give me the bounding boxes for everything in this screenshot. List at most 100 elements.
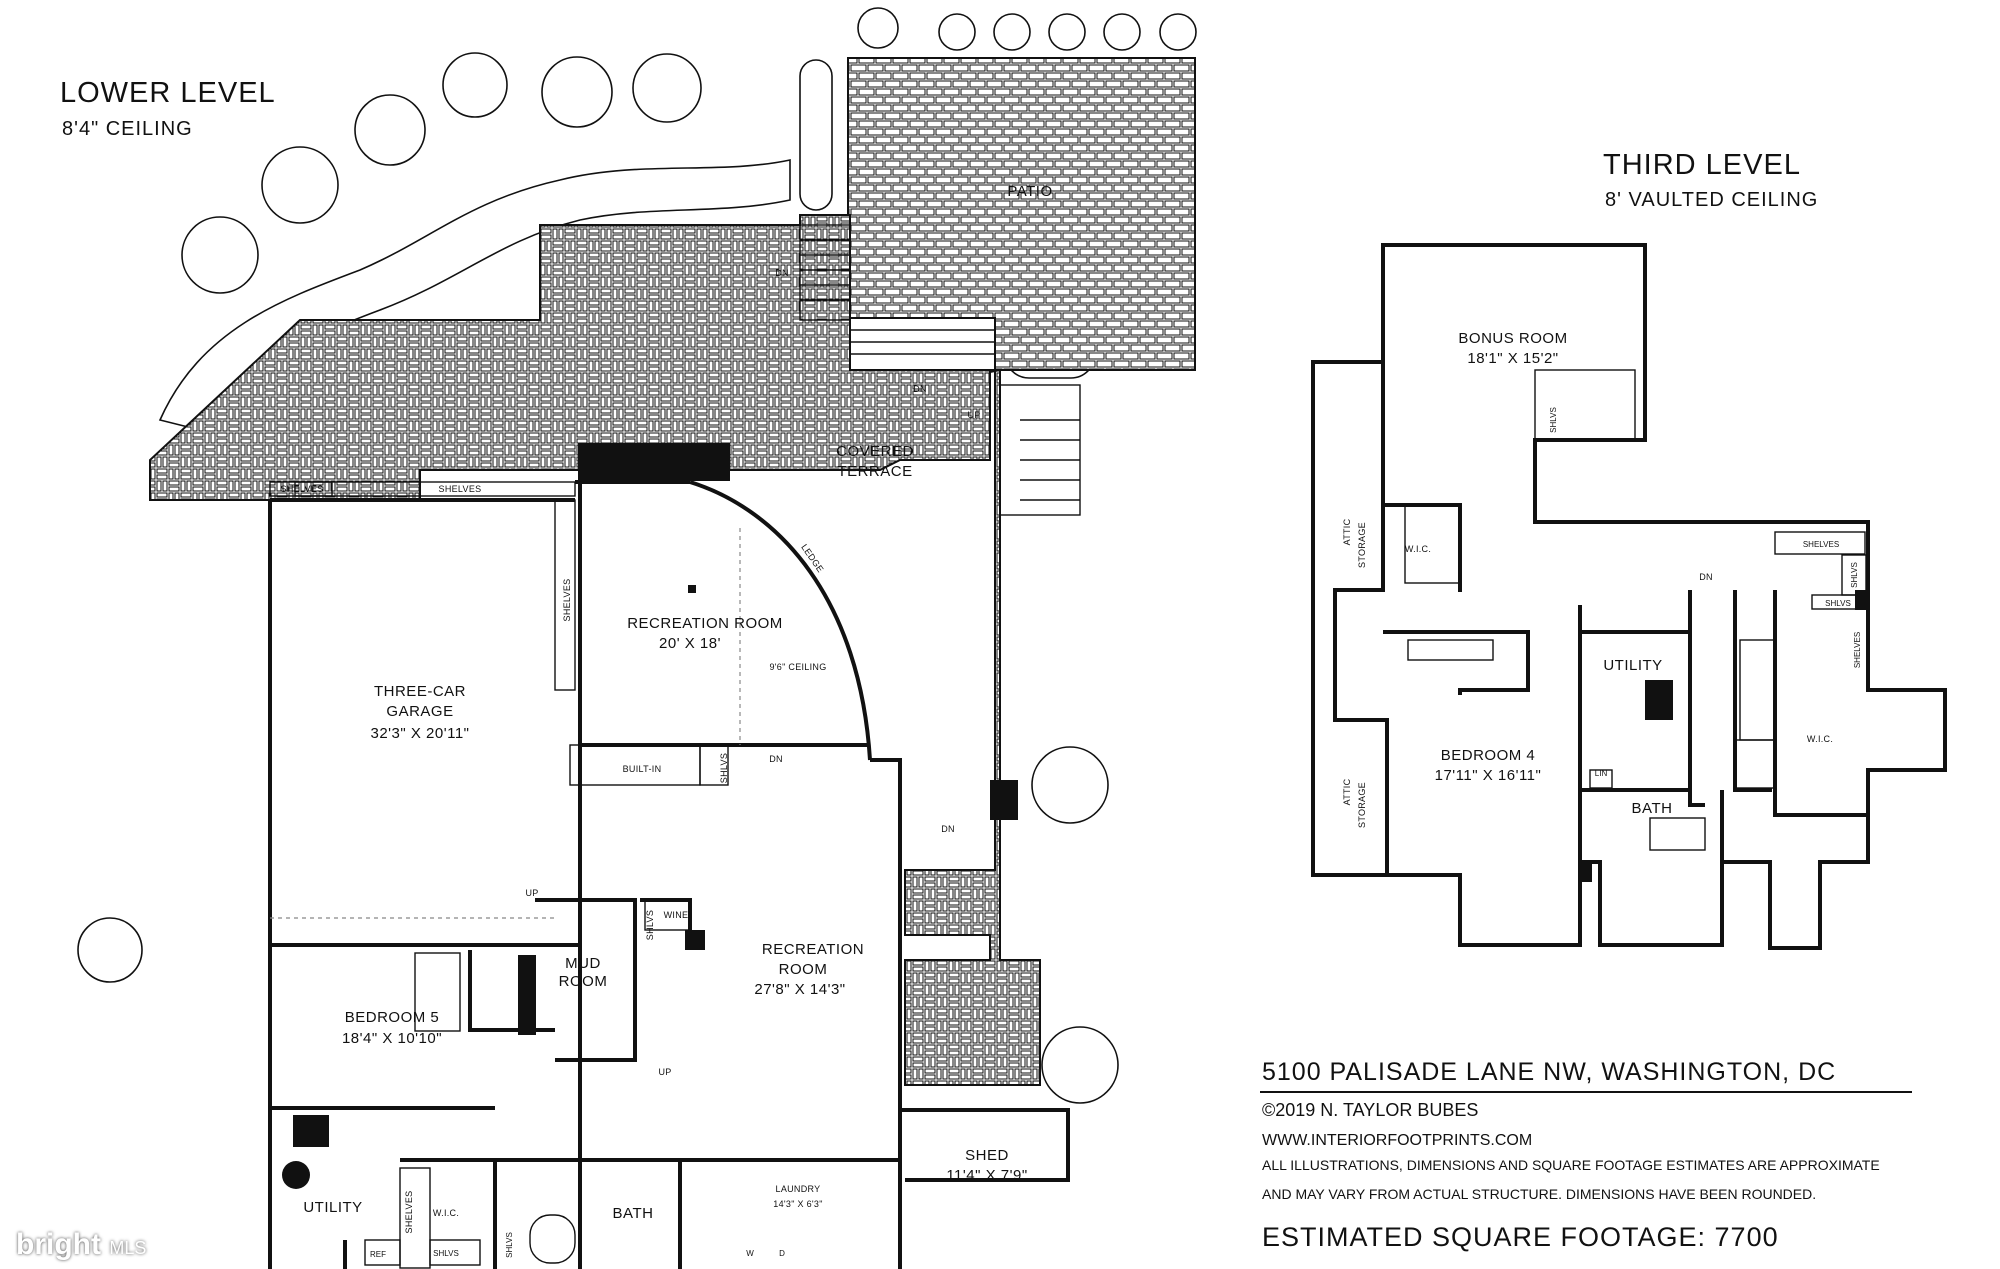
tree-icon [857, 7, 899, 49]
shelves-label: SHELVES [562, 579, 572, 622]
recreation-room-1-label: RECREATION ROOM [627, 615, 783, 632]
shelves-label: SHELVES [439, 484, 482, 494]
built-in-label: BUILT-IN [623, 764, 662, 774]
shlvs-label: SHLVS [645, 910, 655, 940]
wic-label: W.I.C. [433, 1208, 459, 1218]
mls-watermark: bright MLS [16, 1228, 146, 1262]
recreation-room-1-dimensions: 20' X 18' [659, 635, 721, 652]
up-label: UP [967, 410, 980, 420]
lower-level-plan [268, 480, 1070, 1269]
tree-icon [1048, 13, 1086, 51]
covered-terrace-label: TERRACE [837, 463, 912, 480]
dn-label: DN [913, 384, 927, 394]
wic-label: W.I.C. [1807, 734, 1833, 744]
shed-label: SHED [965, 1147, 1009, 1164]
ref-label: REF [370, 1250, 386, 1259]
tree-icon [77, 917, 143, 983]
tree-icon [181, 216, 259, 294]
tree-icon [1041, 1026, 1119, 1104]
shlvs-label: SHLVS [1549, 407, 1558, 433]
shed-dimensions: 11'4" X 7'9" [946, 1167, 1027, 1184]
stairs-exterior: UP [967, 384, 1081, 516]
washer-label: W [746, 1249, 754, 1258]
laundry-dimensions: 14'3" X 6'3" [773, 1199, 822, 1209]
attic-storage-label: STORAGE [1357, 522, 1367, 568]
fireplace [578, 443, 730, 481]
bedroom-4-label: BEDROOM 4 [1441, 747, 1536, 764]
dryer-label: D [779, 1249, 785, 1258]
shlvs-label: SHLVS [1825, 599, 1851, 608]
covered-terrace-label: COVERED [836, 443, 914, 460]
address: 5100 PALISADE LANE NW, WASHINGTON, DC [1262, 1058, 1837, 1086]
shelves-label: SHELVES [1803, 540, 1839, 549]
tree-icon [442, 52, 508, 118]
tree-icon [1031, 746, 1109, 824]
copyright: ©2019 N. TAYLOR BUBES [1262, 1100, 1479, 1120]
dn-label: DN [775, 268, 789, 278]
utility-label: UTILITY [303, 1199, 362, 1216]
tree-icon [993, 13, 1031, 51]
ledge-label: LEDGE [799, 542, 826, 574]
tree-icon [354, 94, 426, 166]
bedroom-5-dimensions: 18'4" X 10'10" [342, 1030, 442, 1047]
wic-label: W.I.C. [1405, 544, 1431, 554]
shelves-label: SHELVES [281, 484, 324, 494]
bedroom-4-dimensions: 17'11" X 16'11" [1435, 767, 1542, 784]
bedroom-5-label: BEDROOM 5 [345, 1009, 440, 1026]
tree-icon [541, 56, 613, 128]
attic-storage-label: ATTIC [1342, 518, 1352, 545]
shelves-label: SHELVES [1853, 632, 1862, 668]
garage-label: THREE-CAR [374, 683, 466, 700]
tree-icon [1103, 13, 1141, 51]
mud-room-label: ROOM [559, 973, 608, 990]
landscape-trees [77, 7, 1197, 1104]
mud-room-label: MUD [565, 955, 601, 972]
bath-label: BATH [1632, 800, 1673, 817]
linen-label: LIN [1595, 769, 1608, 778]
garage-label: GARAGE [386, 703, 453, 720]
third-level-plan [1311, 243, 1947, 950]
brand-name: bright [16, 1228, 101, 1261]
hedge-row [158, 159, 791, 431]
patio-area [847, 57, 1196, 371]
recreation-room-2-label: RECREATION [762, 941, 864, 958]
bonus-room-dimensions: 18'1" X 15'2" [1467, 350, 1558, 367]
shlvs-label: SHLVS [719, 753, 729, 783]
garage-dimensions: 32'3" X 20'11" [371, 725, 470, 742]
third-level-title: THIRD LEVEL [1603, 149, 1801, 181]
shlvs-label: SHLVS [1850, 562, 1859, 588]
shelves-label: SHELVES [404, 1191, 414, 1234]
bonus-room-label: BONUS ROOM [1458, 330, 1567, 347]
disclaimer-line-1: ALL ILLUSTRATIONS, DIMENSIONS AND SQUARE… [1262, 1157, 1880, 1173]
laundry-label: LAUNDRY [776, 1184, 821, 1194]
tree-icon [632, 53, 702, 123]
square-footage: ESTIMATED SQUARE FOOTAGE: 7700 [1262, 1222, 1779, 1252]
attic-storage-label: ATTIC [1342, 778, 1352, 805]
shlvs-label: SHLVS [505, 1232, 514, 1258]
hedge-column [799, 59, 833, 211]
wine-label: WINE [664, 910, 689, 920]
dn-label: DN [941, 824, 955, 834]
stairs-patio: DN DN [775, 224, 996, 394]
mls-suffix: MLS [109, 1238, 147, 1258]
covered-terrace-label-bg [860, 480, 990, 555]
tree-icon [1159, 13, 1197, 51]
utility-label: UTILITY [1603, 657, 1662, 674]
bath-label: BATH [613, 1205, 654, 1222]
lower-level-title: LOWER LEVEL [60, 77, 276, 109]
dn-label: DN [769, 754, 783, 764]
up-label: UP [525, 888, 538, 898]
website-link[interactable]: WWW.INTERIORFOOTPRINTS.COM [1262, 1132, 1533, 1149]
patio-label: PATIO [1007, 183, 1052, 200]
up-label: UP [658, 1067, 671, 1077]
tree-icon [261, 146, 339, 224]
dn-label: DN [1699, 572, 1713, 582]
recreation-room-2-label: ROOM [779, 961, 828, 978]
shlvs-label: SHLVS [433, 1249, 459, 1258]
recreation-room-2-dimensions: 27'8" X 14'3" [754, 981, 845, 998]
recreation-room-1-ceiling: 9'6" CEILING [769, 662, 826, 672]
tree-icon [938, 13, 976, 51]
disclaimer-line-2: AND MAY VARY FROM ACTUAL STRUCTURE. DIME… [1262, 1186, 1817, 1202]
lower-level-ceiling: 8'4" CEILING [62, 118, 193, 140]
